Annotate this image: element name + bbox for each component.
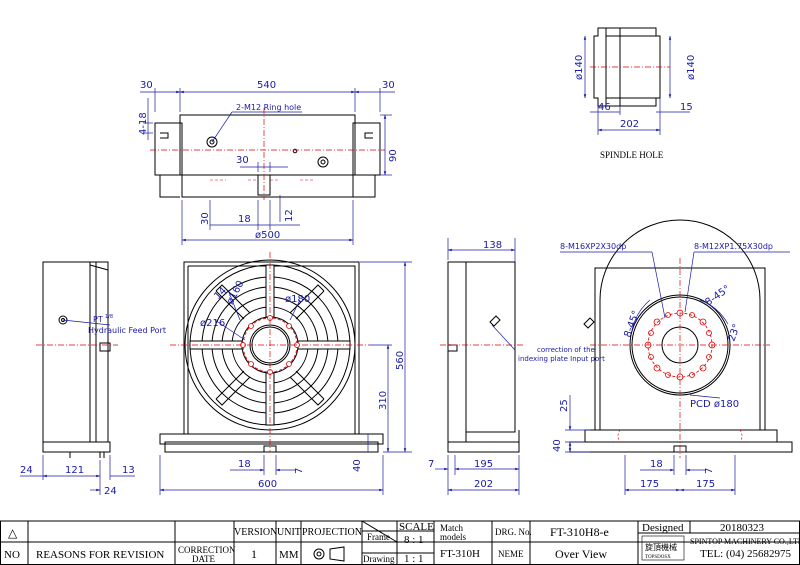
correction-label: CORRECTION [178, 545, 236, 555]
reasons-label: REASONS FOR REVISION [36, 549, 164, 561]
revision-triangle: △ [8, 526, 18, 540]
rear-dim-key7: 7 [704, 468, 715, 474]
side-view: PT 1/8 Hydraulic Feed Port 24 121 13 24 [20, 261, 166, 497]
side-port-label-2: Hydraulic Feed Port [88, 326, 166, 335]
scale-frame-value: 8 : 1 [404, 534, 424, 546]
version-value: 1 [251, 547, 257, 561]
port-view: 138 7 195 202 correction of the indexing… [428, 238, 605, 495]
rear-dim-key18: 18 [650, 459, 663, 470]
name-value: Over View [555, 547, 607, 561]
unit-label: UNIT [277, 527, 301, 538]
drg-no-label: DRG. No. [495, 527, 532, 537]
port-label-1: correction of the [537, 346, 595, 354]
dim-slot-depth: 30 [200, 212, 211, 225]
front-dim-h560: 560 [395, 351, 406, 370]
rear-angle-2: 8-45° [703, 284, 732, 309]
rear-dim-h40: 40 [552, 439, 563, 452]
dim-slot-width: 30 [236, 155, 249, 166]
rear-view: 8-M16XP2X30dp 8-M12XP1.75X30dp 8-45° 8-4… [552, 219, 793, 495]
side-port-label-1-sup: 1/8 [105, 314, 113, 320]
front-dim-w600: 600 [258, 479, 277, 490]
top-view: 30 540 30 4-18 30 30 18 12 90 ø500 2-M12… [138, 80, 399, 245]
top-view-dimensions: 30 540 30 4-18 30 30 18 12 90 ø500 2-M12… [138, 80, 399, 241]
port-label-2: indexing plate Input port [518, 355, 605, 363]
company-name: SPINTOP MACHINERY CO.,LTD. [690, 537, 800, 546]
logo-english: TOPSDOSX [645, 555, 671, 560]
projection-label: PROJECTION [302, 527, 362, 538]
scale-label: SCALE [399, 521, 434, 533]
unit-value: MM [279, 549, 299, 561]
dim-slot-center: 18 [238, 214, 251, 225]
front-dim-key18: 18 [238, 459, 251, 470]
port-dim-top: 138 [483, 240, 502, 251]
dim-base-diameter: ø500 [255, 230, 280, 241]
dim-right-flange: 30 [382, 80, 395, 91]
date-value: 20180323 [720, 522, 765, 534]
company-logo: 旋頂機械 TOPSDOSX [641, 535, 685, 561]
spindle-hole-title: SPINDLE HOLE [600, 150, 664, 160]
drawing-label: Drawing [363, 554, 395, 564]
dim-height: 90 [388, 149, 399, 162]
front-view: ø160 14 ø180 ø216 560 310 18 7 40 600 [159, 252, 412, 495]
designed-label: Designed [642, 522, 684, 534]
dim-width: 540 [257, 80, 276, 91]
front-dim-d216: ø216 [200, 318, 225, 329]
front-dim-h310: 310 [378, 391, 389, 410]
version-label: VERSION [234, 527, 277, 538]
spindle-right-diameter: ø140 [686, 55, 697, 80]
side-dim-d: 24 [104, 486, 117, 497]
name-label: NEME [498, 549, 524, 559]
side-dim-c: 13 [122, 465, 135, 476]
dim-left-flange: 30 [140, 80, 153, 91]
drg-no-value: FT-310H8-e [550, 525, 609, 539]
rear-hole-label-2: 8-M12XP1.75X30dp [694, 242, 773, 251]
ring-hole-label: 2-M12 Ring hole [236, 103, 301, 112]
spindle-hole-view: ø140 ø140 46 15 202 SPINDLE HOLE [574, 27, 697, 160]
spindle-length: 202 [620, 119, 639, 130]
spindle-right-step: 15 [680, 102, 693, 113]
rear-angle-3: 23° [726, 323, 742, 343]
side-dim-a: 24 [20, 465, 33, 476]
port-dim-w7: 7 [428, 459, 434, 470]
side-port-label-1: PT [93, 315, 103, 324]
front-dim-base40: 40 [352, 459, 363, 472]
match-models-value: FT-310H [440, 548, 480, 560]
rear-angle-1: 8-45° [622, 309, 642, 339]
rear-dim-h25: 25 [559, 399, 570, 412]
rear-dim-w175a: 175 [640, 479, 659, 490]
frame-label: Frame [367, 532, 390, 542]
date-label: DATE [192, 554, 215, 564]
port-dim-w195: 195 [474, 459, 493, 470]
rear-dim-w175b: 175 [696, 479, 715, 490]
title-block: △ NO REASONS FOR REVISION CORRECTION DAT… [0, 520, 800, 565]
side-dim-b: 121 [65, 465, 84, 476]
front-dim-key7: 7 [294, 468, 305, 474]
dim-slot-small: 12 [284, 209, 295, 222]
logo-chinese: 旋頂機械 [645, 542, 677, 552]
company-tel: TEL: (04) 25682975 [700, 548, 792, 560]
no-label: NO [4, 549, 20, 561]
dim-side-slot: 4-18 [138, 112, 149, 135]
front-dim-d180: ø180 [285, 294, 310, 305]
spindle-left-step: 46 [598, 102, 611, 113]
rear-pcd: PCD ø180 [690, 399, 739, 410]
scale-drawing-value: 1 : 1 [404, 553, 424, 565]
spindle-left-diameter: ø140 [574, 55, 585, 80]
port-dim-w202: 202 [474, 479, 493, 490]
rear-hole-label-1: 8-M16XP2X30dp [560, 242, 626, 251]
